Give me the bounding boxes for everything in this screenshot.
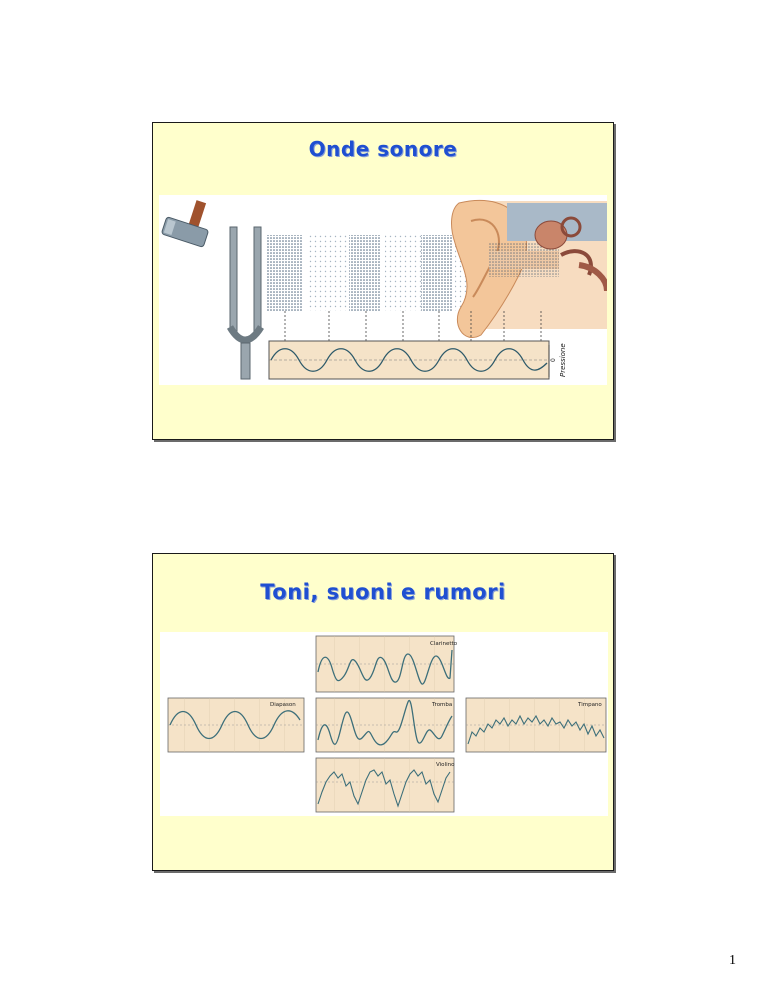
tuning-fork-icon <box>226 226 264 380</box>
waveform-diapason: Diapason <box>167 697 305 753</box>
waveform-tromba: Tromba <box>315 697 455 753</box>
axis-zero-label: 0 <box>550 358 557 362</box>
waveform-timpano: Timpano <box>465 697 607 753</box>
sound-wave-illustration: 0 Pressione <box>159 195 607 385</box>
hammer-icon <box>161 200 209 248</box>
waveform-label: Timpano <box>577 702 602 708</box>
waveforms-svg: Clarinetto Diapason Tromba <box>167 635 607 813</box>
axis-label: Pressione <box>559 343 567 377</box>
sound-wave-svg: 0 Pressione <box>161 200 607 380</box>
ear-illustration <box>451 200 607 338</box>
waveform-label: Violino <box>436 762 455 768</box>
guide-lines <box>284 311 542 363</box>
pressure-graph: 0 Pressione <box>268 340 567 380</box>
slide-onde-sonore: Onde sonore <box>152 122 614 440</box>
slide-title: Onde sonore <box>308 137 458 161</box>
waveform-label: Clarinetto <box>430 641 458 647</box>
slide-toni-suoni-rumori: Toni, suoni e rumori Clarinetto D <box>152 553 614 871</box>
slide-title: Toni, suoni e rumori <box>260 580 506 604</box>
waveform-label: Tromba <box>431 702 452 708</box>
waveform-label: Diapason <box>270 702 296 708</box>
waveform-violino: Violino <box>315 757 455 813</box>
page-number: 1 <box>729 953 736 968</box>
waveforms-illustration: Clarinetto Diapason Tromba <box>160 632 608 816</box>
waveform-clarinetto: Clarinetto <box>315 635 458 693</box>
